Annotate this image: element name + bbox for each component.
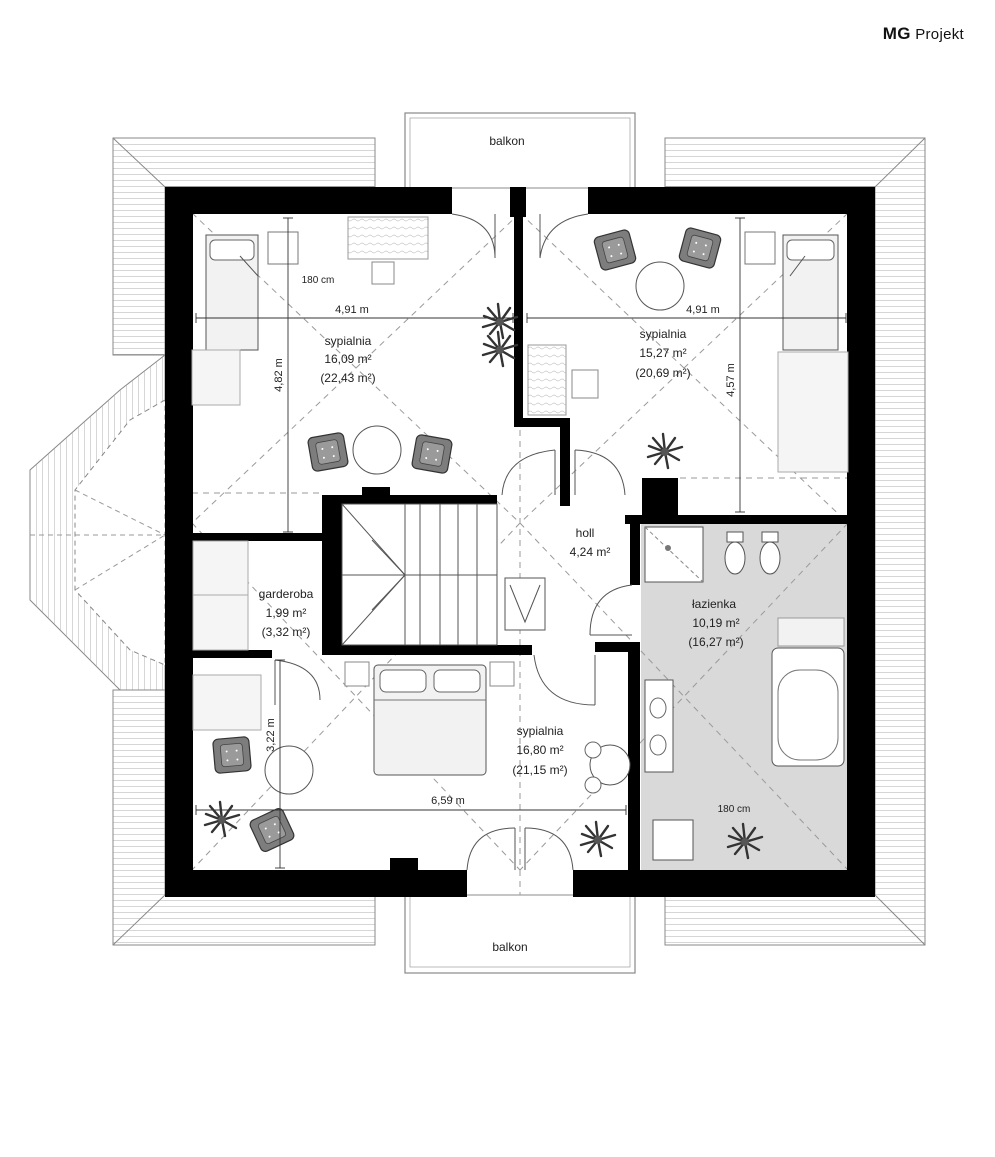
wardrobe-gross: (3,32 m²) bbox=[262, 625, 311, 639]
bedroom-s-name: sypialnia bbox=[517, 724, 564, 738]
dimension-lines bbox=[195, 217, 847, 869]
bedroom-nw-gross: (22,43 m²) bbox=[320, 371, 375, 385]
bedroom-nw-furniture bbox=[191, 216, 519, 475]
balcony-bottom bbox=[404, 894, 636, 974]
brand-mark: MG bbox=[882, 24, 911, 43]
balcony-top bbox=[404, 112, 636, 189]
bedroom-ne-gross: (20,69 m²) bbox=[635, 366, 690, 380]
walls bbox=[165, 187, 875, 897]
brand-name: Projekt bbox=[915, 26, 964, 43]
bedroom-s-area: 16,80 m² bbox=[516, 743, 563, 757]
bedroom-nw-depth-dim: 4,82 m bbox=[273, 358, 285, 392]
bathroom-gross: (16,27 m²) bbox=[688, 635, 743, 649]
bedroom-nw-bed-note: 180 cm bbox=[302, 275, 335, 286]
hall-name: holl bbox=[576, 526, 595, 540]
bedroom-ne-area: 15,27 m² bbox=[639, 346, 686, 360]
bedroom-s-depth-dim: 3,22 m bbox=[265, 718, 277, 752]
bedroom-ne-name: sypialnia bbox=[640, 327, 687, 341]
doors bbox=[274, 213, 633, 871]
bathroom-area: 10,19 m² bbox=[692, 616, 739, 630]
bedroom-ne-width-dim: 4,91 m bbox=[686, 304, 720, 316]
bedroom-s-furniture bbox=[192, 661, 631, 858]
bedroom-ne-depth-dim: 4,57 m bbox=[725, 363, 737, 397]
bedroom-s-gross: (21,15 m²) bbox=[512, 763, 567, 777]
bedroom-nw-width-dim: 4,91 m bbox=[335, 304, 369, 316]
wardrobe-name: garderoba bbox=[259, 587, 314, 601]
bedroom-nw-name: sypialnia bbox=[325, 334, 372, 348]
bedroom-nw-area: 16,09 m² bbox=[324, 352, 371, 366]
bathroom-note: 180 cm bbox=[718, 804, 751, 815]
dormer-bay bbox=[29, 353, 166, 691]
brand-logo: MG Projekt bbox=[883, 24, 964, 44]
bedroom-ne-furniture bbox=[527, 226, 849, 473]
bedroom-s-width-dim: 6,59 m bbox=[431, 795, 465, 807]
staircase bbox=[341, 503, 546, 646]
bathroom-fixtures bbox=[644, 526, 845, 861]
bathroom-name: łazienka bbox=[692, 597, 736, 611]
wardrobe-furniture bbox=[192, 540, 249, 651]
balcony-bottom-label: balkon bbox=[492, 940, 527, 954]
wardrobe-area: 1,99 m² bbox=[266, 606, 307, 620]
hall-area: 4,24 m² bbox=[570, 545, 611, 559]
balcony-top-label: balkon bbox=[489, 134, 524, 148]
